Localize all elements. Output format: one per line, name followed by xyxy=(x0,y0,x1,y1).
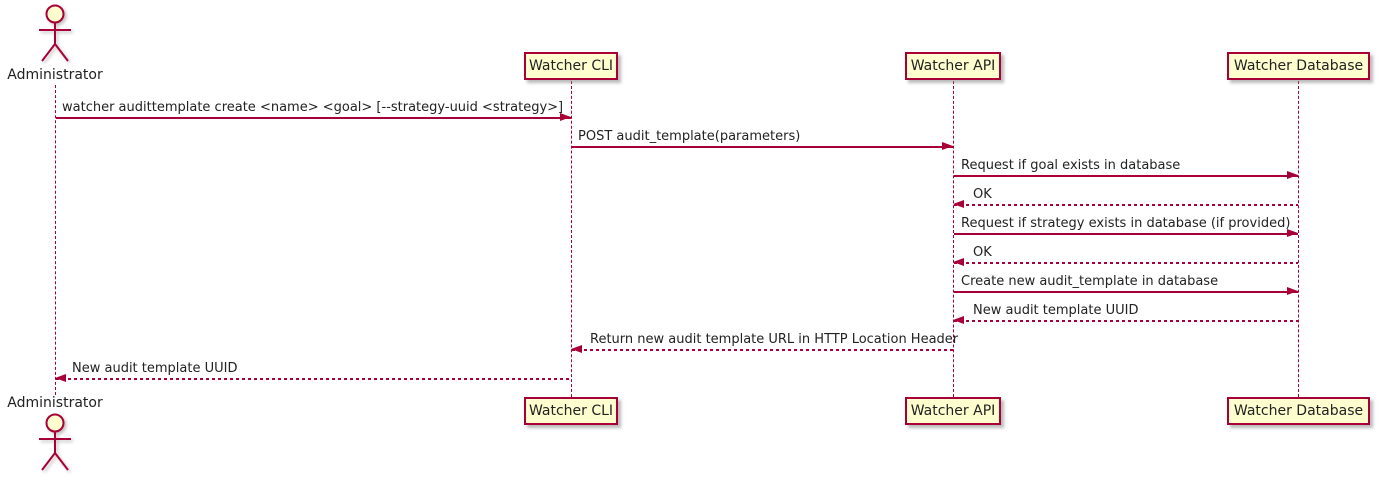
message-10-label: New audit template UUID xyxy=(72,361,238,376)
participant-watcher-api-label: Watcher API xyxy=(910,403,996,419)
lifeline-watcher-cli xyxy=(571,81,572,397)
actor-administrator-label-top: Administrator xyxy=(7,67,103,83)
participant-watcher-api-label: Watcher API xyxy=(910,58,996,74)
lifeline-administrator xyxy=(55,85,56,395)
actor-administrator-icon-top xyxy=(39,4,71,62)
message-7-line xyxy=(954,291,1298,293)
lifeline-watcher-database xyxy=(1298,81,1299,397)
arrowhead-right-icon xyxy=(560,113,571,121)
message-8-line xyxy=(954,320,1298,322)
arrowhead-right-icon xyxy=(1287,229,1298,237)
arrowhead-right-icon xyxy=(1287,171,1298,179)
arrowhead-right-icon xyxy=(942,142,953,150)
arrowhead-left-icon xyxy=(55,374,66,382)
message-10-line xyxy=(56,378,571,380)
arrowhead-left-icon xyxy=(953,258,964,266)
message-9-line xyxy=(572,349,953,351)
message-4-line xyxy=(954,204,1298,206)
participant-watcher-cli-top: Watcher CLI xyxy=(524,52,618,80)
message-7-label: Create new audit_template in database xyxy=(961,274,1219,289)
message-1-label: watcher audittemplate create <name> <goa… xyxy=(62,100,564,115)
message-6-label: OK xyxy=(973,245,992,260)
message-3-line xyxy=(954,175,1298,177)
participant-watcher-cli-label: Watcher CLI xyxy=(528,58,614,74)
arrowhead-left-icon xyxy=(953,200,964,208)
participant-watcher-cli-bottom: Watcher CLI xyxy=(524,397,618,425)
actor-administrator-label-bottom: Administrator xyxy=(7,395,103,411)
message-8-label: New audit template UUID xyxy=(973,303,1139,318)
message-6-line xyxy=(954,262,1298,264)
participant-watcher-api-top: Watcher API xyxy=(905,52,1001,80)
arrowhead-right-icon xyxy=(1287,287,1298,295)
participant-watcher-database-label: Watcher Database xyxy=(1233,403,1364,419)
message-5-line xyxy=(954,233,1298,235)
participant-watcher-database-top: Watcher Database xyxy=(1227,52,1370,80)
arrowhead-left-icon xyxy=(571,345,582,353)
participant-watcher-database-bottom: Watcher Database xyxy=(1227,397,1370,425)
message-2-line xyxy=(572,146,953,148)
message-9-label: Return new audit template URL in HTTP Lo… xyxy=(590,332,959,347)
actor-administrator-icon-bottom xyxy=(39,413,71,471)
message-5-label: Request if strategy exists in database (… xyxy=(961,216,1291,231)
participant-watcher-api-bottom: Watcher API xyxy=(905,397,1001,425)
message-1-line xyxy=(56,117,571,119)
message-4-label: OK xyxy=(973,187,992,202)
message-3-label: Request if goal exists in database xyxy=(961,158,1181,173)
message-2-label: POST audit_template(parameters) xyxy=(578,129,801,144)
lifeline-watcher-api xyxy=(953,81,954,397)
arrowhead-left-icon xyxy=(953,316,964,324)
participant-watcher-database-label: Watcher Database xyxy=(1233,58,1364,74)
participant-watcher-cli-label: Watcher CLI xyxy=(528,403,614,419)
